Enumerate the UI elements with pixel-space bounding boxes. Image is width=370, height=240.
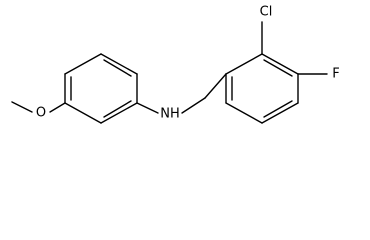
chlorine-atom-label: Cl <box>260 5 273 20</box>
bond <box>263 59 293 77</box>
bond <box>103 59 132 77</box>
bond <box>261 53 299 75</box>
bond <box>64 102 102 124</box>
bond <box>263 100 293 118</box>
bond <box>64 53 102 75</box>
chlorofluorophenyl-ring <box>225 53 299 124</box>
bond <box>204 73 227 99</box>
bond <box>49 102 66 113</box>
amine-linker: NH <box>136 73 227 122</box>
fluoro-substituent: F <box>297 67 340 82</box>
chloro-substituent: Cl <box>260 5 273 55</box>
fluorine-atom-label: F <box>332 67 339 82</box>
molecule-structure-diagram: O NH Cl F <box>11 5 340 124</box>
nitrogen-atom-label: NH <box>160 107 180 122</box>
bond <box>11 101 33 113</box>
bond <box>225 53 263 75</box>
bond <box>225 102 263 124</box>
oxygen-atom-label: O <box>36 106 46 121</box>
bond <box>136 102 159 114</box>
methoxyphenyl-ring <box>64 53 138 124</box>
bond <box>261 102 299 124</box>
bond <box>103 100 132 118</box>
bond <box>181 97 206 114</box>
methoxy-group: O <box>11 101 66 121</box>
bond <box>100 53 138 75</box>
bond <box>100 102 138 124</box>
